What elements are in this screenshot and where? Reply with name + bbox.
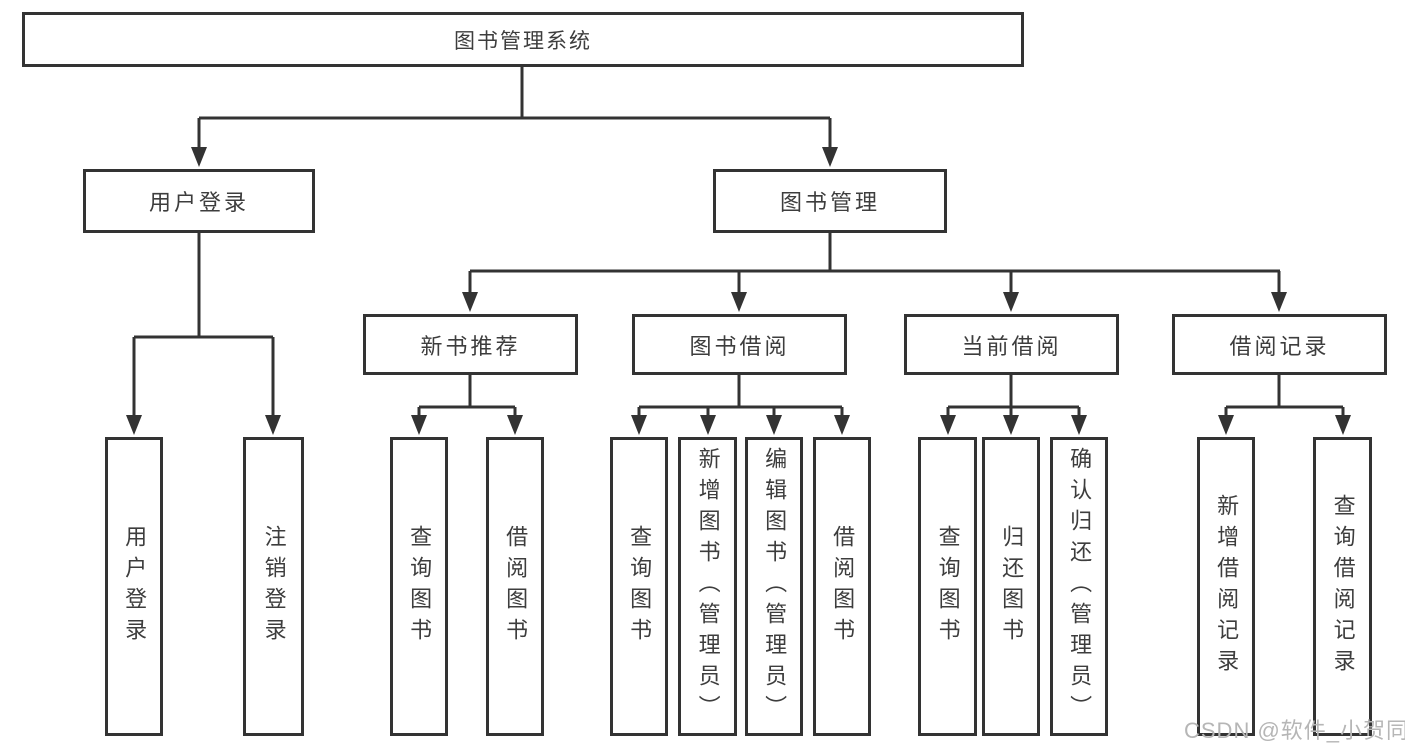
leaf-node-label: 查询图书 — [407, 524, 433, 649]
leaf-node-logout: 注销登录 — [243, 437, 304, 736]
root-node-library-system: 图书管理系统 — [22, 12, 1024, 67]
leaf-node-label: 查询借阅记录 — [1330, 493, 1356, 680]
leaf-node-add-book-admin: 新增图书（管理员） — [678, 437, 737, 736]
leaf-node-label: 编辑图书（管理员） — [762, 447, 788, 726]
leaf-node-user-login: 用户登录 — [105, 437, 163, 736]
leaf-node-label: 注销登录 — [261, 524, 287, 649]
leaf-node-return-book: 归还图书 — [982, 437, 1040, 736]
leaf-node-query-book-current: 查询图书 — [918, 437, 977, 736]
branch-node-user-login: 用户登录 — [83, 169, 315, 233]
leaf-node-label: 确认归还（管理员） — [1067, 447, 1093, 726]
leaf-node-borrow-book: 借阅图书 — [813, 437, 871, 736]
section-node-label: 新书推荐 — [420, 333, 521, 359]
section-node-current-borrow: 当前借阅 — [904, 314, 1119, 375]
section-node-new-book-recommend: 新书推荐 — [363, 314, 578, 375]
section-node-label: 图书借阅 — [689, 333, 790, 359]
section-node-borrow-record: 借阅记录 — [1172, 314, 1387, 375]
leaf-node-query-borrow-record: 查询借阅记录 — [1313, 437, 1372, 736]
leaf-node-label: 借阅图书 — [830, 524, 856, 649]
leaf-node-borrow-book-recommend: 借阅图书 — [486, 437, 544, 736]
leaf-node-label: 归还图书 — [999, 524, 1025, 649]
leaf-node-label: 新增图书（管理员） — [695, 447, 721, 726]
leaf-node-label: 新增借阅记录 — [1214, 493, 1240, 680]
leaf-node-label: 借阅图书 — [503, 524, 529, 649]
section-node-book-borrow: 图书借阅 — [632, 314, 847, 375]
branch-node-label: 图书管理 — [779, 190, 880, 215]
leaf-node-label: 查询图书 — [935, 524, 961, 649]
leaf-node-query-book-recommend: 查询图书 — [390, 437, 448, 736]
leaf-node-label: 查询图书 — [627, 524, 653, 649]
section-node-label: 当前借阅 — [961, 333, 1062, 359]
branch-node-book-management: 图书管理 — [713, 169, 947, 233]
leaf-node-edit-book-admin: 编辑图书（管理员） — [745, 437, 803, 736]
root-node-label: 图书管理系统 — [454, 29, 592, 53]
watermark: CSDN @软件_小贺同学 — [1184, 718, 1405, 743]
leaf-node-label: 用户登录 — [122, 524, 148, 649]
section-node-label: 借阅记录 — [1229, 333, 1330, 359]
leaf-node-confirm-return-admin: 确认归还（管理员） — [1050, 437, 1108, 736]
branch-node-label: 用户登录 — [148, 190, 249, 215]
leaf-node-add-borrow-record: 新增借阅记录 — [1197, 437, 1255, 736]
leaf-node-query-book-borrow: 查询图书 — [610, 437, 668, 736]
